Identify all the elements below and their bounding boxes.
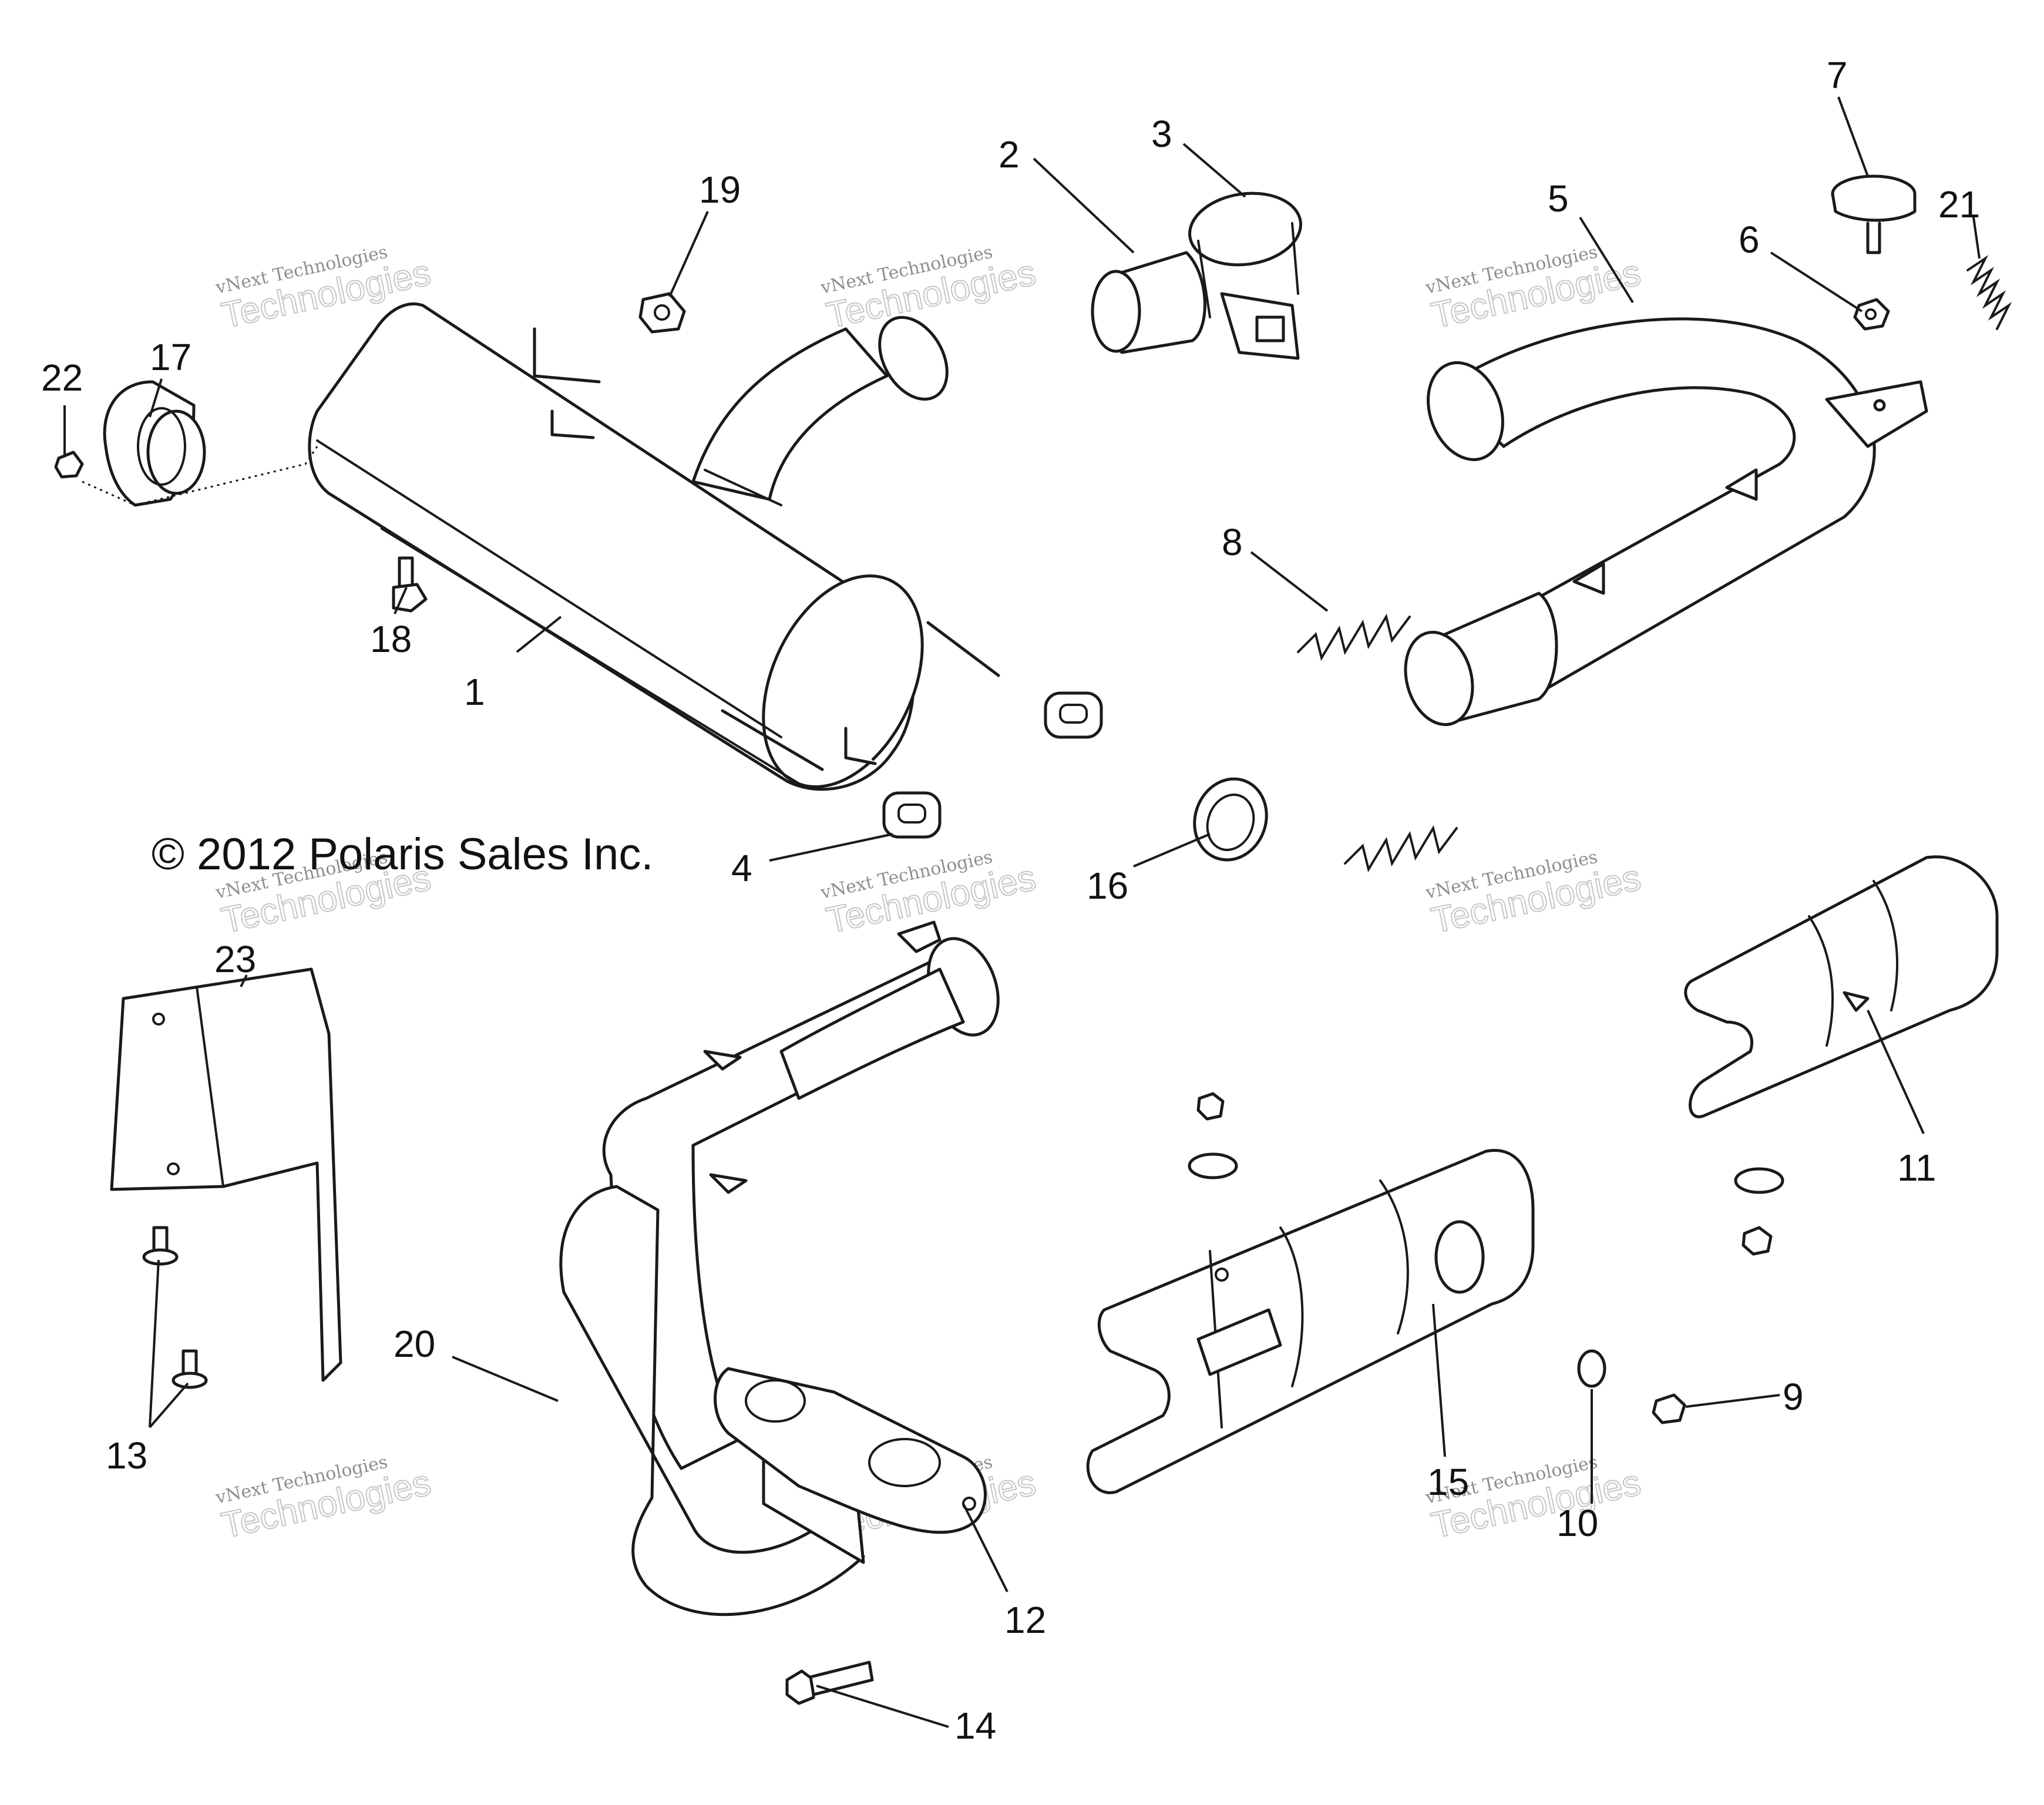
spring-unlabeled — [1344, 825, 1458, 873]
part-18-screw — [392, 556, 428, 613]
part-8-spring — [1297, 613, 1411, 661]
callout-22: 22 — [41, 357, 83, 399]
callout-15: 15 — [1427, 1461, 1469, 1503]
part-12-gasket-plate — [714, 1367, 987, 1534]
part-19-nut — [638, 292, 686, 334]
part-5-head-pipe — [1404, 317, 1928, 727]
callout-3: 3 — [1151, 113, 1172, 155]
copyright-notice: © 2012 Polaris Sales Inc. — [152, 829, 653, 879]
bolt-icon — [1742, 1226, 1773, 1256]
washer-icon — [1734, 1167, 1784, 1194]
callout-16: 16 — [1087, 865, 1128, 907]
callout-10: 10 — [1556, 1502, 1598, 1544]
callout-11: 11 — [1897, 1147, 1936, 1189]
callout-4: 4 — [731, 847, 752, 889]
bolt-icon — [1196, 1092, 1225, 1121]
washer-and-bolt-hardware — [1188, 1092, 1784, 1424]
part-11-heat-shield — [1684, 855, 1999, 1118]
washer-icon — [1188, 1152, 1238, 1179]
part-3-clamp — [1188, 191, 1302, 360]
part-15-heat-shield — [1086, 1149, 1535, 1494]
part-9-bolt — [1652, 1393, 1686, 1424]
callout-17: 17 — [150, 336, 191, 378]
callout-7: 7 — [1827, 54, 1848, 96]
callout-20: 20 — [394, 1323, 435, 1365]
part-7-grommet — [1831, 174, 1917, 254]
part-10-washer — [1577, 1349, 1606, 1388]
part-2-sleeve — [1091, 251, 1206, 354]
part-4-isolator — [882, 691, 1103, 839]
callout-5: 5 — [1548, 177, 1569, 220]
part-21-spring — [1966, 255, 2012, 330]
callout-14: 14 — [954, 1705, 996, 1747]
callout-13: 13 — [106, 1434, 147, 1477]
callout-2: 2 — [999, 133, 1020, 176]
callout-1: 1 — [464, 671, 485, 713]
callout-18: 18 — [370, 618, 412, 660]
leader-lines — [63, 96, 1981, 1728]
callout-12: 12 — [1004, 1599, 1046, 1641]
part-6-nut — [1853, 298, 1890, 331]
callout-21: 21 — [1938, 183, 1980, 226]
part-22-screw — [54, 451, 84, 479]
part-14-bolt — [785, 1661, 874, 1705]
part-16-gasket — [1193, 777, 1268, 862]
callout-19: 19 — [699, 169, 741, 211]
callout-6: 6 — [1739, 219, 1760, 261]
part-1-muffler — [308, 302, 1000, 791]
callout-23: 23 — [214, 938, 256, 980]
part-13-rivet — [142, 1226, 208, 1389]
part-20-header-pipe — [559, 920, 1000, 1616]
callouts: 1 2 3 4 5 6 7 8 9 10 11 12 13 14 15 16 1… — [41, 54, 1980, 1747]
part-17-spark-arrestor — [82, 380, 318, 507]
part-23-bracket — [110, 967, 342, 1382]
callout-9: 9 — [1783, 1376, 1804, 1418]
callout-8: 8 — [1222, 521, 1243, 563]
